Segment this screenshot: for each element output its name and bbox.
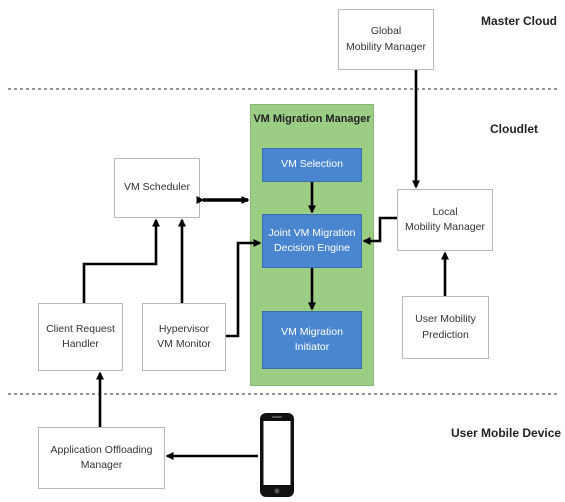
hypervisor-vm-monitor-box: Hypervisor VM Monitor xyxy=(142,303,226,371)
user-mobility-prediction-box: User Mobility Prediction xyxy=(402,296,489,359)
arrow-client-to-scheduler xyxy=(82,218,160,303)
arrow-local-to-engine xyxy=(362,216,397,245)
vm-scheduler-box: VM Scheduler xyxy=(114,158,200,218)
smartphone-icon xyxy=(260,413,294,497)
vm-migration-manager-title: VM Migration Manager xyxy=(253,113,371,125)
layer-label-master-cloud: Master Cloud xyxy=(481,14,558,28)
client-request-handler-box: Client Request Handler xyxy=(38,303,123,371)
layer-label-user-mobile-device: User Mobile Device xyxy=(451,426,562,440)
local-mobility-manager-box: Local Mobility Manager xyxy=(397,189,493,251)
decision-engine-box: Joint VM Migration Decision Engine xyxy=(262,214,362,268)
vm-migration-initiator-box: VM Migration Initiator xyxy=(262,311,362,369)
global-mobility-manager-box: Global Mobility Manager xyxy=(338,9,434,70)
layer-label-cloudlet: Cloudlet xyxy=(490,122,538,136)
vm-selection-box: VM Selection xyxy=(262,148,362,182)
application-offloading-manager-box: Application Offloading Manager xyxy=(38,427,165,489)
arrow-hypervisor-to-engine xyxy=(226,239,262,338)
